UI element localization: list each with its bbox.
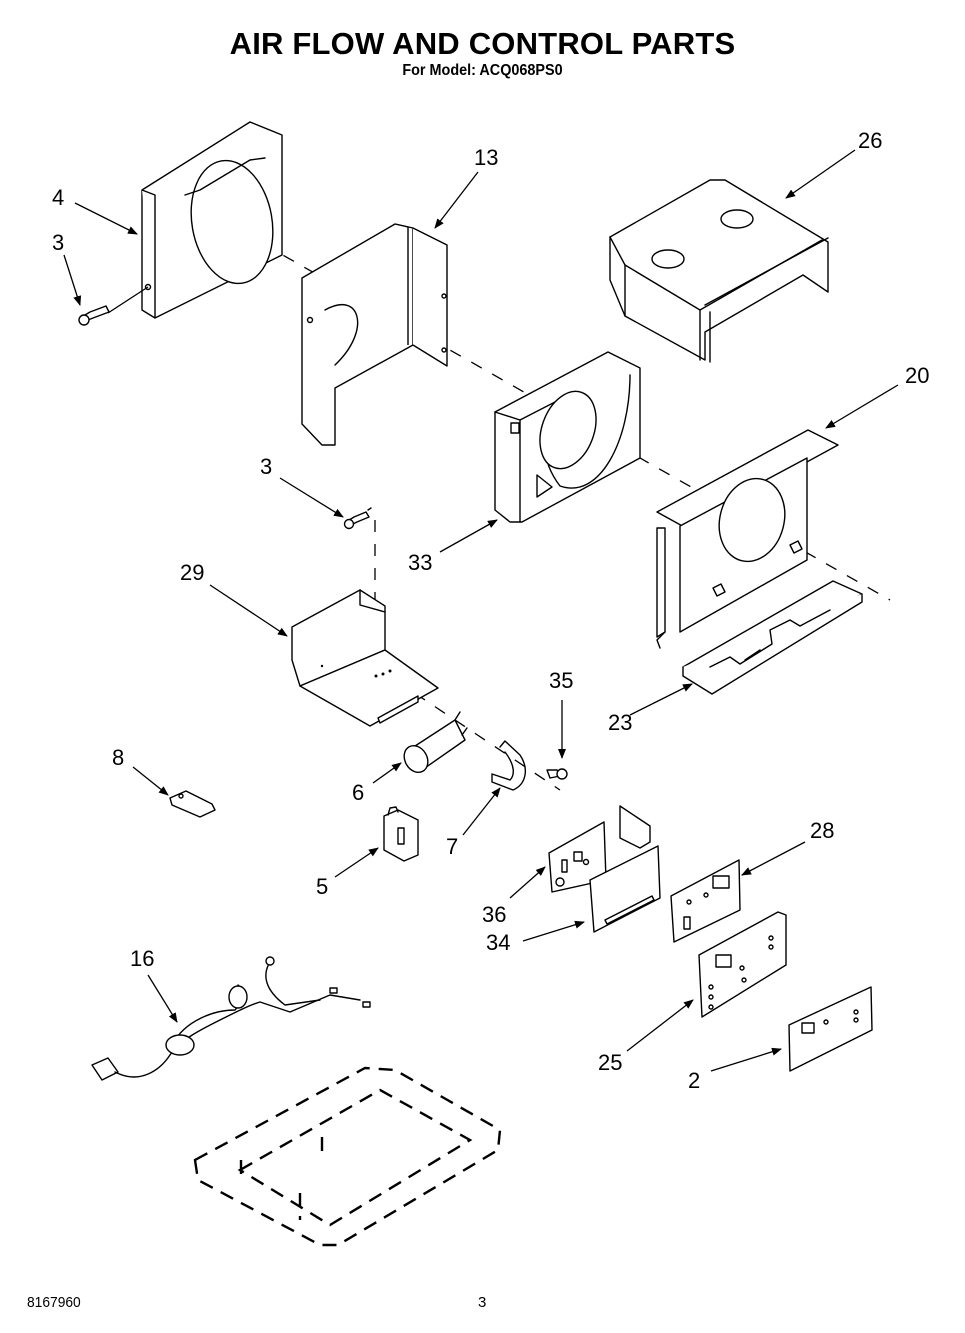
model-subtitle: For Model: ACQ068PS0 xyxy=(402,62,563,79)
callout-26[interactable]: 26 xyxy=(858,128,882,153)
part-8-clip[interactable] xyxy=(169,790,216,818)
callout-labels: 4 3 13 26 20 3 33 29 23 35 8 6 7 5 28 36… xyxy=(52,128,929,1093)
part-29-control-box[interactable] xyxy=(291,589,439,727)
part-20-bracket[interactable] xyxy=(656,429,839,649)
callout-34[interactable]: 34 xyxy=(486,930,510,955)
document-number: 8167960 xyxy=(27,1294,81,1311)
callout-23[interactable]: 23 xyxy=(608,710,632,735)
part-26-cover[interactable] xyxy=(609,179,829,363)
assembly-centerline xyxy=(199,207,891,791)
part-3-screw-middle[interactable] xyxy=(343,507,372,530)
callout-6[interactable]: 6 xyxy=(352,780,364,805)
part-28-display-board[interactable] xyxy=(670,859,741,943)
leader-lines xyxy=(63,149,899,1072)
part-33-blower-housing[interactable] xyxy=(494,351,641,523)
callout-13[interactable]: 13 xyxy=(474,145,498,170)
callout-3b[interactable]: 3 xyxy=(260,454,272,479)
base-pan-phantom xyxy=(193,1066,502,1247)
part-3-screw-top[interactable] xyxy=(78,305,110,326)
part-5-transformer[interactable] xyxy=(383,806,419,862)
callout-3a[interactable]: 3 xyxy=(52,230,64,255)
part-23-base-tray[interactable] xyxy=(682,580,863,695)
callout-8[interactable]: 8 xyxy=(112,745,124,770)
callout-28[interactable]: 28 xyxy=(810,818,834,843)
part-34-board-bracket[interactable] xyxy=(589,805,661,933)
callout-20[interactable]: 20 xyxy=(905,363,929,388)
part-16-power-cord[interactable] xyxy=(91,956,371,1081)
callout-4[interactable]: 4 xyxy=(52,185,64,210)
part-2-overlay[interactable] xyxy=(788,986,873,1072)
callout-33[interactable]: 33 xyxy=(408,550,432,575)
callout-25[interactable]: 25 xyxy=(598,1050,622,1075)
page-number: 3 xyxy=(478,1294,487,1311)
callout-35[interactable]: 35 xyxy=(549,668,573,693)
callout-2[interactable]: 2 xyxy=(688,1068,700,1093)
part-13-baffle[interactable] xyxy=(301,223,448,446)
part-4-shroud[interactable] xyxy=(141,121,283,319)
part-6-capacitor[interactable] xyxy=(399,711,468,777)
callout-36[interactable]: 36 xyxy=(482,902,506,927)
callout-7[interactable]: 7 xyxy=(446,834,458,859)
part-7-strap[interactable] xyxy=(491,740,527,791)
callout-5[interactable]: 5 xyxy=(316,874,328,899)
callout-16[interactable]: 16 xyxy=(130,946,154,971)
callout-29[interactable]: 29 xyxy=(180,560,204,585)
part-35-screw[interactable] xyxy=(546,768,568,780)
part-25-control-panel[interactable] xyxy=(698,911,787,1018)
page-title: AIR FLOW AND CONTROL PARTS xyxy=(229,26,736,61)
